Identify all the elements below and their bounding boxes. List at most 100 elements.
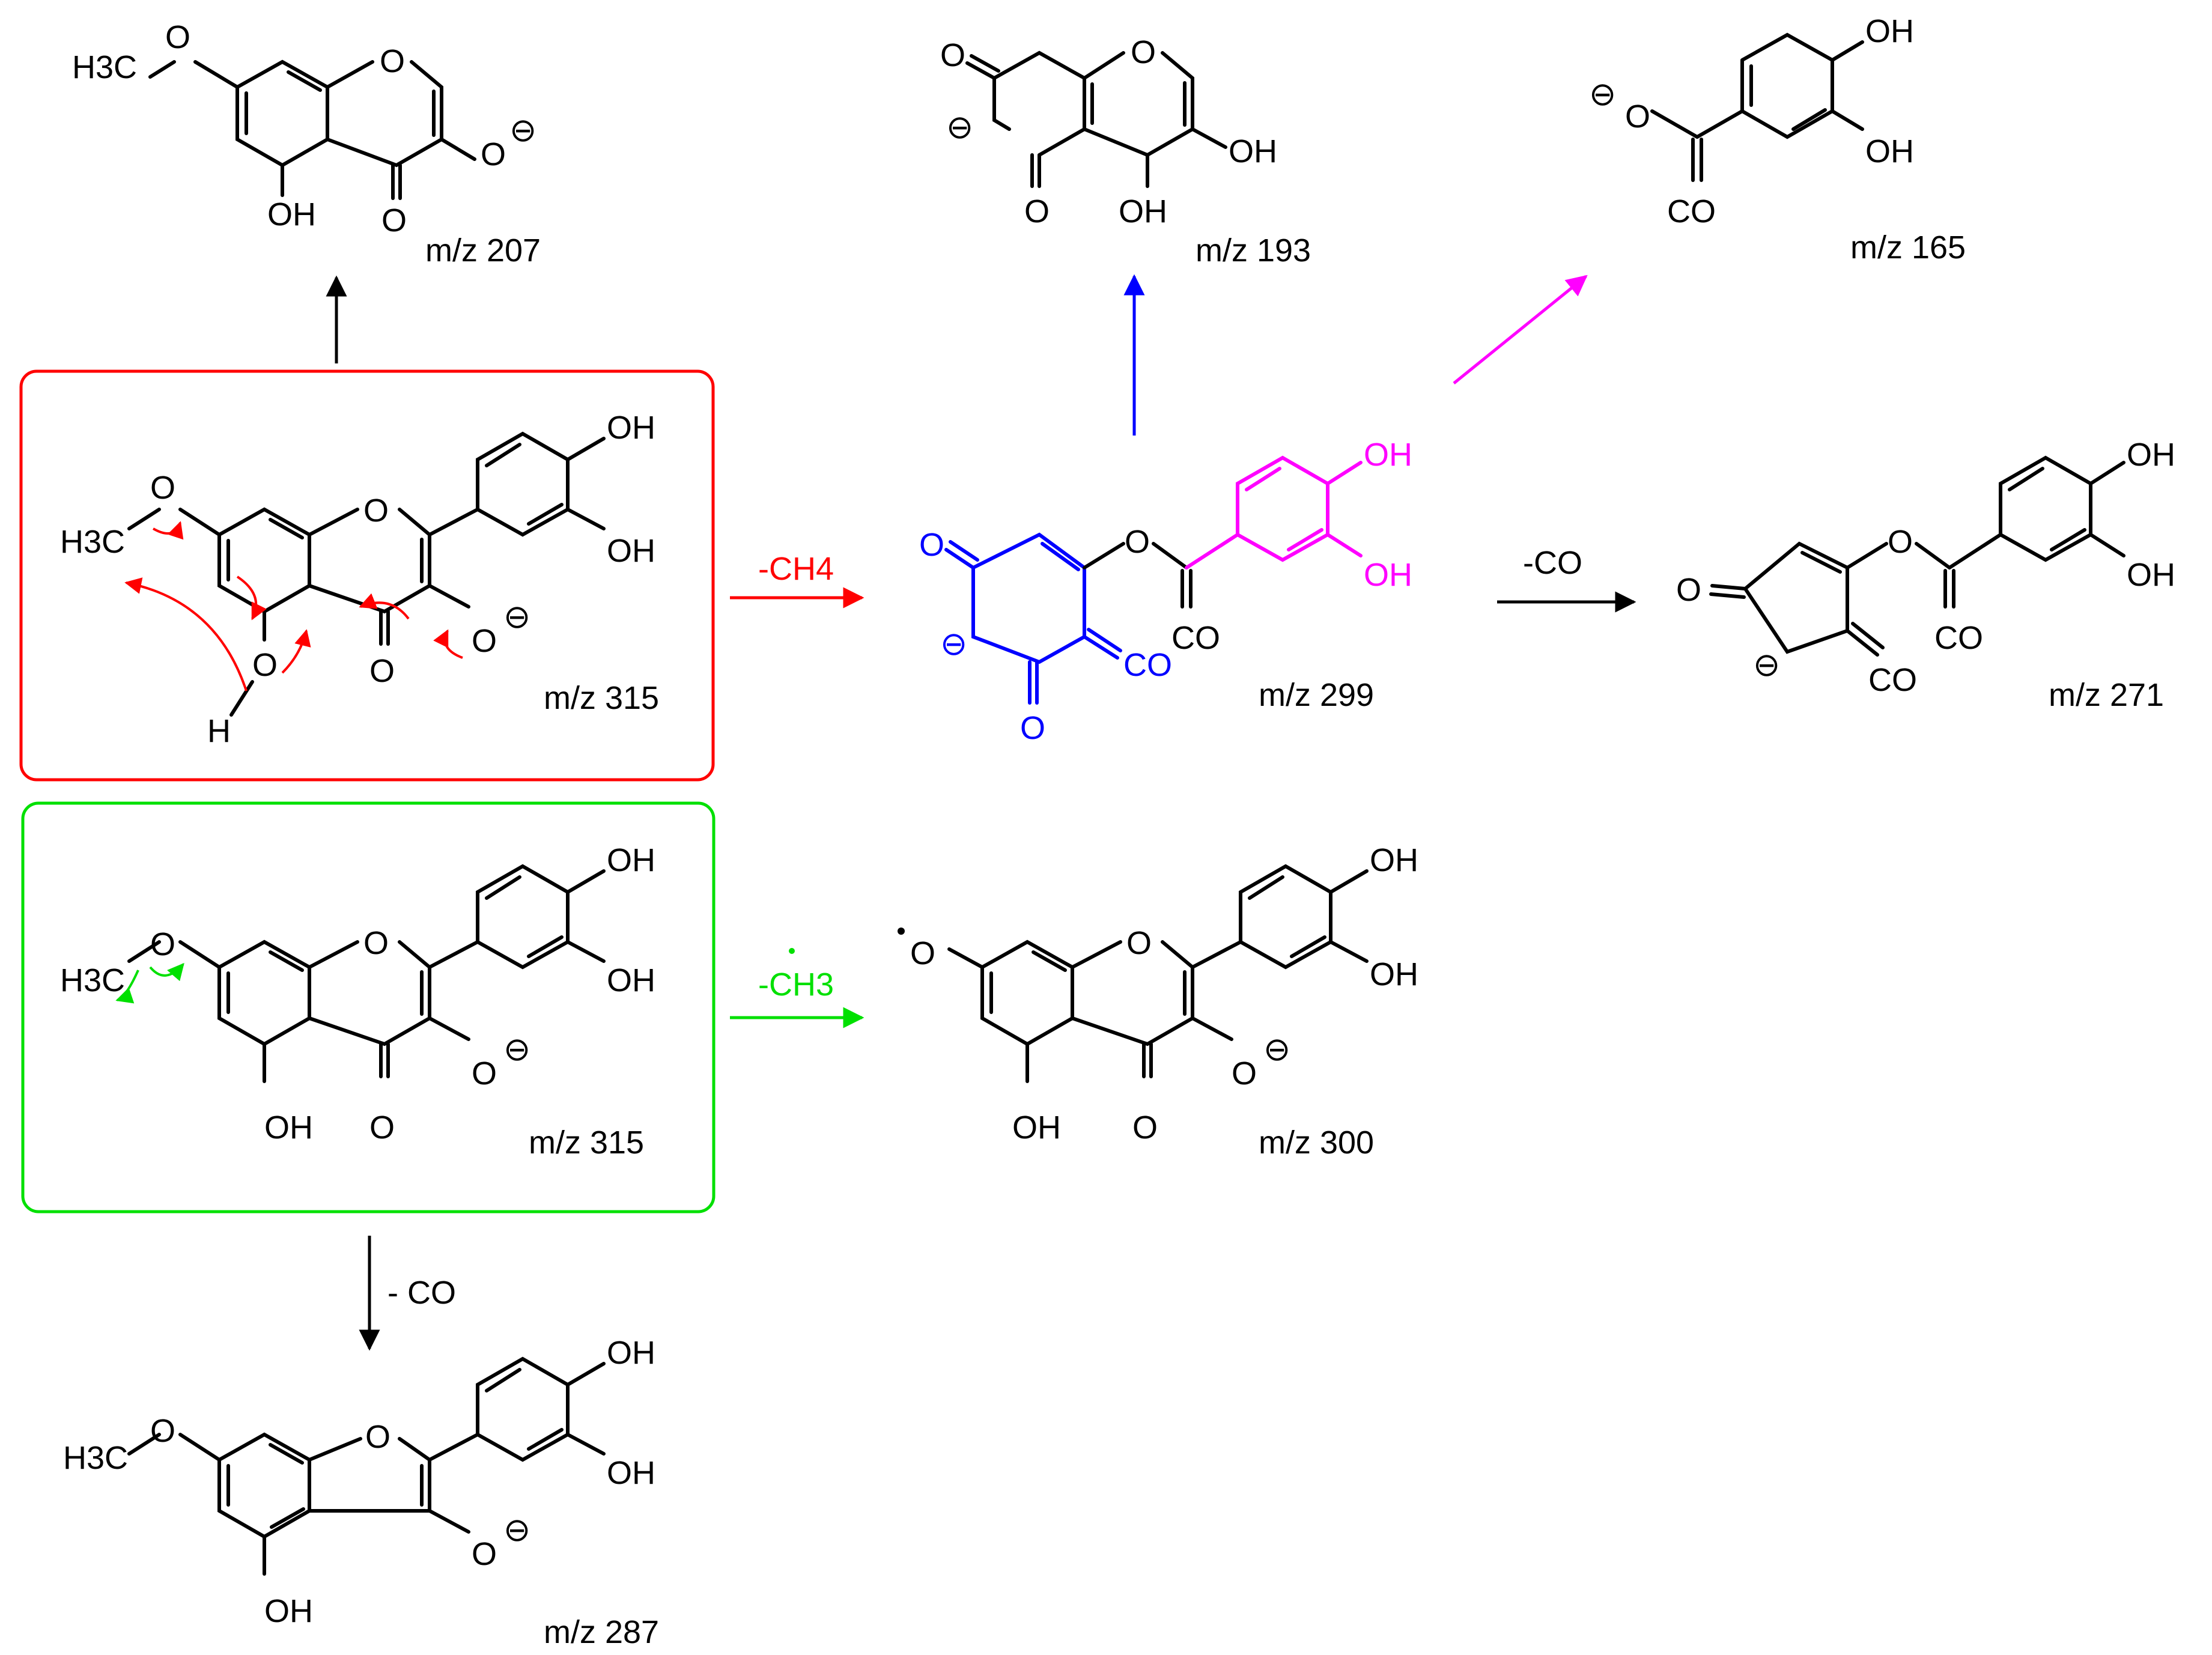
structure-mz-287: O O H3C OH O ⊖ OH OH bbox=[63, 1335, 655, 1629]
hydroxyl-label: OH bbox=[267, 196, 316, 232]
hydroxyl-label-5: OH bbox=[264, 1110, 313, 1146]
mz-label-193: m/z 193 bbox=[1196, 232, 1311, 269]
keto-oxygen: O bbox=[1676, 572, 1701, 608]
hydroxyl-label-3: OH bbox=[1229, 133, 1277, 169]
hydroxyl-label-4: OH bbox=[1119, 193, 1167, 229]
mz-label-271: m/z 271 bbox=[2049, 677, 2164, 713]
carbonyl-oxygen: O bbox=[1024, 193, 1050, 229]
label-loss-ch4: -CH4 bbox=[758, 551, 834, 587]
curved-arrow-5 bbox=[359, 593, 410, 620]
negative-charge: ⊖ bbox=[940, 626, 967, 662]
structure-mz-315-red: O O H3C O H O O ⊖ OH OH bbox=[60, 410, 655, 749]
hydroxyl-label-4p: OH bbox=[607, 410, 655, 446]
hydroxyl-label-3p: OH bbox=[1364, 557, 1412, 593]
curved-arrow-1 bbox=[153, 521, 184, 540]
curved-arrow-green-2 bbox=[115, 970, 139, 1004]
hydroxyl-hydrogen: H bbox=[207, 713, 231, 749]
ring-oxygen: O bbox=[380, 43, 405, 79]
methyl-label: H3C bbox=[60, 524, 125, 560]
oxide-oxygen: O bbox=[472, 623, 497, 659]
carbonyl-oxygen: O bbox=[381, 202, 407, 238]
structure-mz-315-green: O O H3C OH O O ⊖ OH OH bbox=[60, 842, 655, 1146]
methyl-label: H3C bbox=[60, 962, 125, 998]
label-loss-co-right: -CO bbox=[1523, 545, 1582, 581]
curved-arrow-6 bbox=[433, 629, 463, 659]
hydroxyl-label-4p: OH bbox=[2127, 437, 2175, 473]
methoxy-oxygen: O bbox=[150, 1413, 175, 1449]
mz-label-299: m/z 299 bbox=[1259, 677, 1374, 713]
ester-oxygen: O bbox=[1625, 99, 1650, 135]
negative-charge: ⊖ bbox=[1263, 1031, 1290, 1067]
ring-oxygen: O bbox=[365, 1419, 390, 1455]
curved-arrow-2 bbox=[124, 577, 248, 691]
methyl-label: H3C bbox=[72, 49, 137, 85]
ring-oxygen: O bbox=[363, 493, 389, 529]
keto-oxygen: O bbox=[940, 37, 965, 73]
label-loss-co-down: - CO bbox=[387, 1275, 456, 1311]
ester-oxygen: O bbox=[1125, 524, 1150, 560]
radical-oxygen: O bbox=[910, 935, 935, 971]
hydroxyl-label-4p: OH bbox=[607, 1335, 655, 1371]
hydroxyl-label-3: OH bbox=[1865, 133, 1914, 169]
carbonyl-oxygen-blue: O bbox=[1020, 710, 1045, 746]
ring-oxygen: O bbox=[363, 925, 389, 961]
hydroxyl-label-5: OH bbox=[264, 1593, 313, 1629]
methoxy-oxygen: O bbox=[165, 19, 190, 55]
structure-mz-207: O O H3C OH O O ⊖ bbox=[72, 19, 536, 238]
curved-arrow-green-1 bbox=[149, 962, 184, 982]
hydroxyl-label-4: OH bbox=[1865, 13, 1914, 49]
mz-label-287: m/z 287 bbox=[544, 1614, 659, 1650]
acylium-co: CO bbox=[1667, 193, 1716, 229]
oxide-oxygen: O bbox=[472, 1055, 497, 1092]
mz-label-207: m/z 207 bbox=[425, 232, 541, 269]
ring-oxygen: O bbox=[1126, 925, 1152, 961]
red-box bbox=[19, 369, 715, 782]
radical-dot-ch3 bbox=[789, 948, 795, 954]
carbonyl-oxygen: O bbox=[369, 1110, 395, 1146]
structure-mz-299: O ⊖ O CO O CO OH OH bbox=[919, 437, 1412, 746]
green-box bbox=[21, 801, 716, 1213]
negative-charge: ⊖ bbox=[503, 1031, 530, 1067]
acylium-co: CO bbox=[1171, 620, 1220, 656]
hydroxyl-label-3p: OH bbox=[2127, 557, 2175, 593]
mz-label-300: m/z 300 bbox=[1259, 1125, 1374, 1161]
structure-mz-165: OH OH O ⊖ CO bbox=[1589, 13, 1914, 229]
oxide-oxygen: O bbox=[481, 136, 506, 172]
hydroxyl-label-5: OH bbox=[1012, 1110, 1061, 1146]
negative-charge: ⊖ bbox=[1589, 76, 1616, 112]
oxide-oxygen: O bbox=[472, 1536, 497, 1572]
ring-oxygen: O bbox=[1131, 34, 1156, 70]
methoxy-oxygen: O bbox=[150, 926, 175, 962]
negative-charge: ⊖ bbox=[509, 112, 536, 148]
hydroxyl-label-4p: OH bbox=[1364, 437, 1412, 473]
hydroxyl-label-3p: OH bbox=[607, 962, 655, 998]
mz-label-315-green: m/z 315 bbox=[529, 1125, 644, 1161]
negative-charge: ⊖ bbox=[503, 599, 530, 635]
radical-dot bbox=[898, 928, 905, 935]
label-loss-ch3: -CH3 bbox=[758, 967, 834, 1003]
hydroxyl-label-4p: OH bbox=[1370, 842, 1418, 878]
negative-charge: ⊖ bbox=[1753, 647, 1780, 683]
mz-label-315-red: m/z 315 bbox=[544, 680, 659, 716]
methyl-label: H3C bbox=[63, 1440, 128, 1476]
ketene-co: CO bbox=[1868, 662, 1917, 698]
hydroxyl-oxygen: O bbox=[252, 647, 278, 683]
hydroxyl-label-3p: OH bbox=[1370, 956, 1418, 992]
oxide-oxygen: O bbox=[1232, 1055, 1257, 1092]
ester-oxygen: O bbox=[1888, 524, 1913, 560]
carbonyl-oxygen: O bbox=[1132, 1110, 1158, 1146]
acylium-co: CO bbox=[1934, 620, 1983, 656]
hydroxyl-label-4p: OH bbox=[607, 842, 655, 878]
negative-charge: ⊖ bbox=[946, 109, 973, 145]
keto-oxygen-blue: O bbox=[919, 527, 944, 563]
negative-charge: ⊖ bbox=[503, 1512, 530, 1548]
carbonyl-oxygen: O bbox=[369, 653, 395, 689]
mz-label-165: m/z 165 bbox=[1850, 229, 1966, 266]
hydroxyl-label-3p: OH bbox=[607, 533, 655, 569]
hydroxyl-label-3p: OH bbox=[607, 1455, 655, 1491]
structure-mz-271: O ⊖ CO O CO OH OH bbox=[1676, 437, 2175, 698]
arrow-magenta-165 bbox=[1453, 275, 1588, 384]
structure-mz-193: O O ⊖ O OH OH bbox=[940, 34, 1277, 229]
structure-mz-300: O O OH O O ⊖ OH OH bbox=[898, 842, 1418, 1146]
